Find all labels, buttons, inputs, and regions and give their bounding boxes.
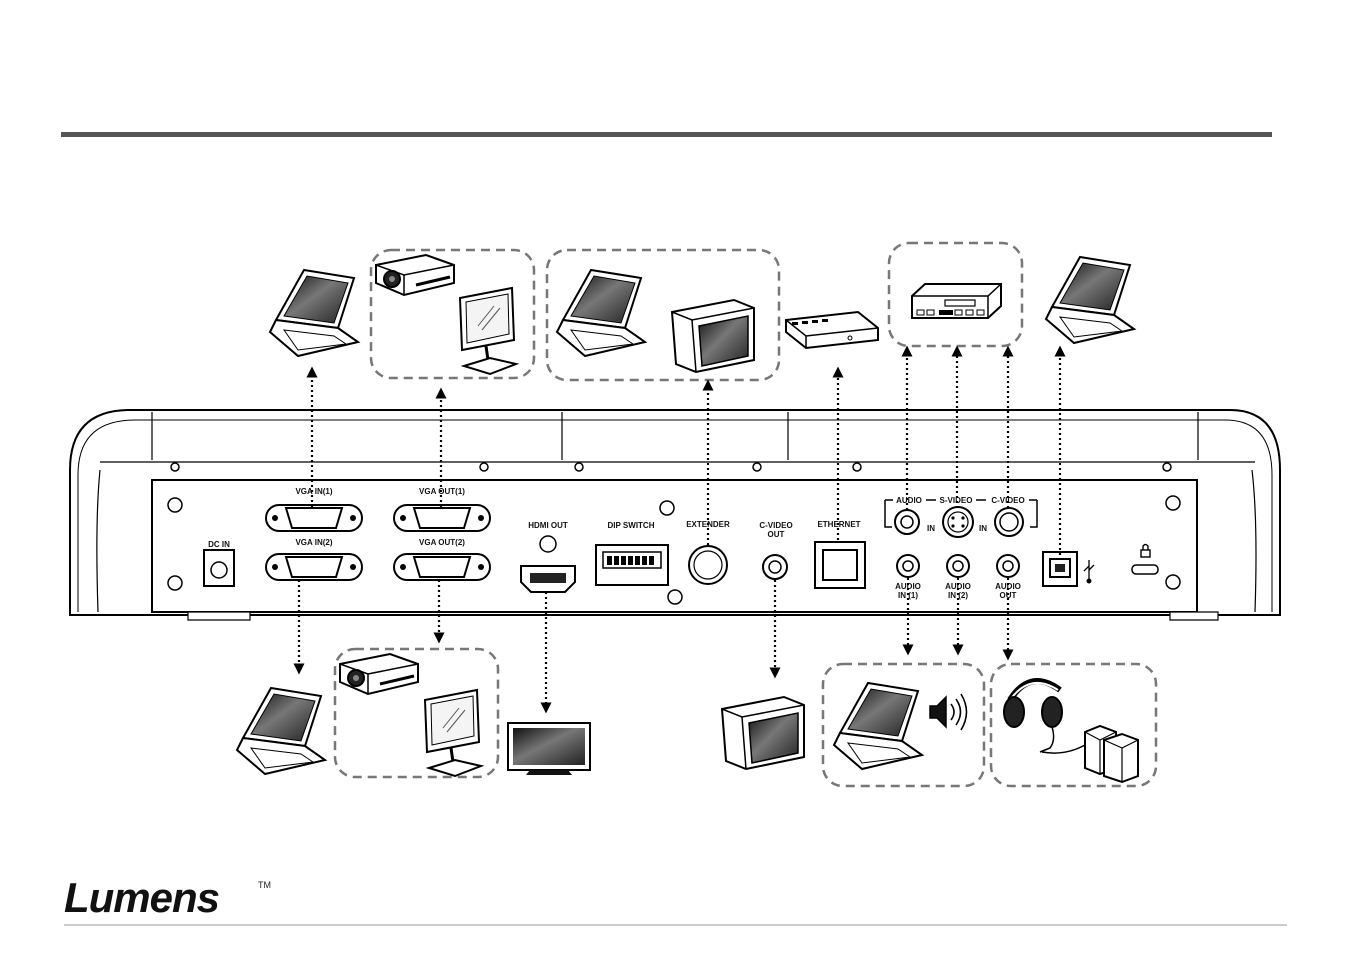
c-video-out-port: C-VIDEO OUT [759,521,793,580]
header-rule [61,132,1272,137]
projector-icon [374,253,456,297]
audio-in-2-label-b: IN (2) [948,591,968,600]
vga-out-2-port: VGA OUT(2) [393,538,491,581]
brand-logo: Lumens [64,874,220,921]
headphones-icon [1003,678,1063,753]
monitor-icon [458,286,518,376]
laptop-icon [833,682,923,770]
av-input-group: AUDIO S-VIDEO C-VIDEO IN IN [884,496,1038,538]
vcr-icon [911,283,1002,319]
trademark-mark: TM [258,880,271,890]
lock-icon [1140,543,1151,558]
flat-tv-icon [507,722,591,775]
group-audio-out [989,662,1158,788]
in-label-b: IN [979,524,987,533]
laptop-icon [556,269,646,357]
crt-tv-icon [721,696,805,770]
hdmi-out-port: HDMI OUT [520,521,576,593]
laptop-icon [269,269,359,357]
usb-port [1042,551,1078,587]
audio-jacks: AUDIO IN (1) AUDIO IN (2) AUDIO OUT [895,554,1021,600]
c-video-out-label-1: C-VIDEO [759,521,792,530]
vga-ports: VGA IN(1) VGA OUT(1) VGA IN(2) VGA OUT(2… [265,487,491,581]
audio-group-label: AUDIO [896,496,922,505]
monitor-icon [423,688,483,778]
audio-in-2-label-a: AUDIO [945,582,971,591]
hdmi-out-label: HDMI OUT [528,521,568,530]
c-video-group-label: C-VIDEO [991,496,1024,505]
group-audio-in [821,662,986,788]
usb-icon [1083,560,1095,584]
vga-out-1-port: VGA OUT(1) [393,487,491,532]
desktop-speakers-icon [1041,724,1139,784]
speaker-icon [929,693,968,731]
audio-out-label-b: OUT [1000,591,1017,600]
c-video-out-label-2: OUT [768,530,785,539]
panel-screws [167,462,1181,605]
vga-in-2-label: VGA IN(2) [295,538,332,547]
vga-in-2-port: VGA IN(2) [265,538,363,581]
audio-in-1-label-a: AUDIO [895,582,921,591]
dip-switch: DIP SWITCH [595,521,669,586]
audio-out-label-a: AUDIO [995,582,1021,591]
laptop-icon [1045,256,1135,344]
vga-out-2-label: VGA OUT(2) [419,538,465,547]
group-vga-out-1-displays [369,248,536,380]
group-av-source [887,241,1024,348]
projector-icon [338,652,420,696]
group-vga-out-2-displays [333,647,500,779]
vga-out-1-label: VGA OUT(1) [419,487,465,496]
device-rear-panel [69,409,1281,621]
kensington-slot [1131,564,1159,575]
dc-in-label: DC IN [208,540,230,549]
s-video-group-label: S-VIDEO [940,496,973,505]
dip-switch-label: DIP SWITCH [608,521,655,530]
connection-arrows [293,345,1066,714]
router-icon [785,310,879,350]
group-extender-devices [545,248,781,382]
vga-in-1-port: VGA IN(1) [265,487,363,532]
laptop-icon [236,687,326,775]
in-label-a: IN [927,524,935,533]
vga-in-1-label: VGA IN(1) [295,487,332,496]
audio-in-1-label-b: IN (1) [898,591,918,600]
crt-tv-icon [671,299,755,373]
dc-in-port: DC IN [203,540,235,587]
